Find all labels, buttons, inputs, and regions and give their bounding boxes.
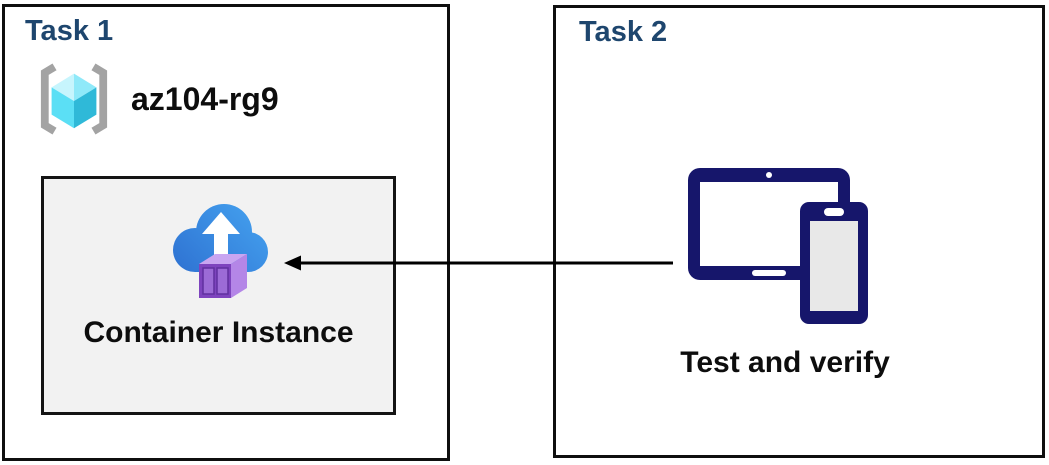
resource-group-icon [40,63,108,135]
task2-title: Task 2 [579,16,668,48]
test-and-verify-label: Test and verify [680,346,890,379]
task2-box: Task 2 Test and verify [553,5,1045,458]
container-instance-icon [172,204,268,298]
devices-illustration [688,168,870,325]
container-instance-box: Container Instance [41,176,396,415]
task1-title: Task 1 [25,15,114,47]
container-instance-label: Container Instance [83,316,354,349]
resource-group-name: az104-rg9 [131,80,279,117]
container-box-shape [198,254,247,298]
phone-icon [800,202,868,324]
resource-group: az104-rg9 [33,62,279,136]
task1-box: Task 1 az104-rg9 [2,4,450,461]
tablet-and-phone-icon [688,168,868,324]
